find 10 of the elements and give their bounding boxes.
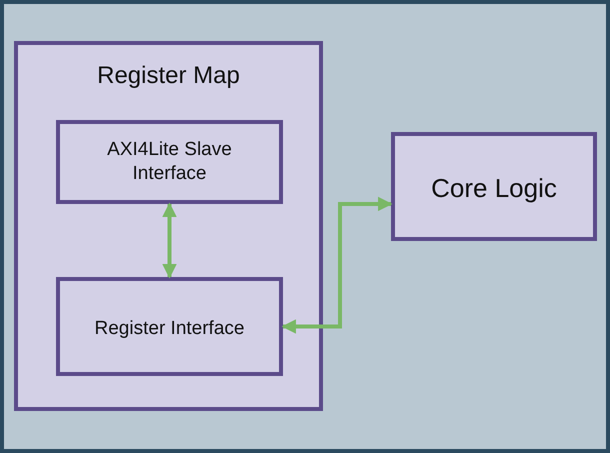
connector-arrow (282, 196, 392, 334)
connector-arrow (162, 202, 177, 278)
group-box (14, 41, 323, 411)
group-title: Register Map (96, 61, 241, 91)
process-box (56, 120, 283, 204)
node-label: Core Logic (430, 172, 558, 204)
process-box (56, 277, 283, 376)
node-label: AXI4Lite Slave Interface (106, 138, 233, 186)
process-box (391, 132, 597, 241)
node-label: Register Interface (94, 317, 246, 341)
